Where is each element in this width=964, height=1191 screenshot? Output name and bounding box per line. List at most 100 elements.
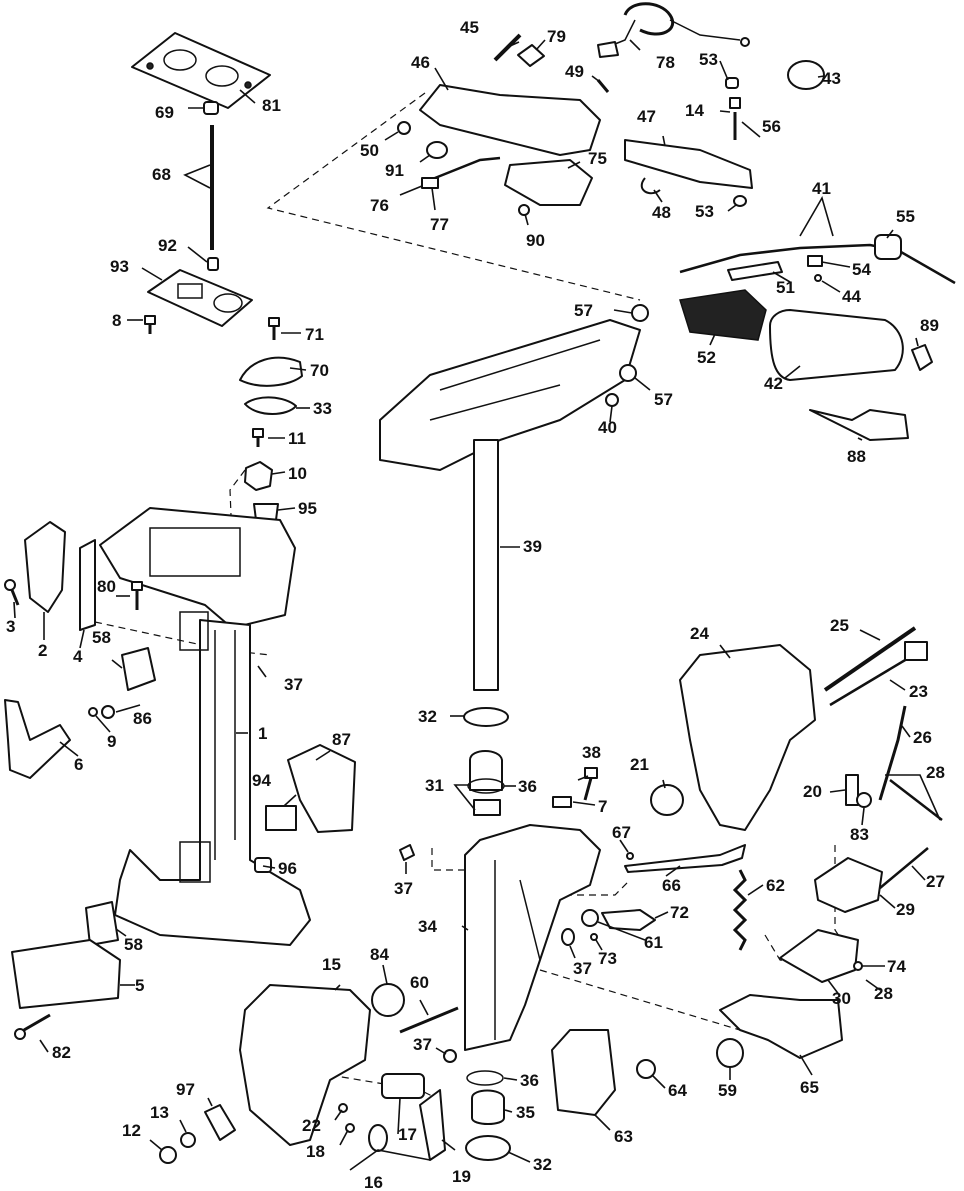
label-72: 72 <box>670 903 689 922</box>
label-52: 52 <box>697 348 716 367</box>
clamp-5 <box>11 939 121 1009</box>
label-28-lower: 28 <box>874 984 893 1003</box>
label-78: 78 <box>656 53 675 72</box>
screw-90 <box>518 204 530 216</box>
label-25: 25 <box>830 616 849 635</box>
gasket-33 <box>244 396 297 415</box>
label-95: 95 <box>298 499 317 518</box>
washer-9 <box>88 707 98 717</box>
bushing-53-lower <box>733 195 747 207</box>
label-65: 65 <box>800 1078 819 1097</box>
label-93: 93 <box>110 257 129 276</box>
label-36-upper: 36 <box>518 777 537 796</box>
spring-20 <box>845 774 859 806</box>
screw-7 <box>552 796 572 808</box>
label-7: 7 <box>598 797 607 816</box>
plate-97 <box>204 1104 236 1141</box>
part-number-labels: 45 79 46 49 78 53 43 14 56 47 48 53 50 9… <box>6 18 945 1191</box>
label-83: 83 <box>850 825 869 844</box>
label-64: 64 <box>668 1081 687 1100</box>
screw-40 <box>605 393 619 407</box>
label-71: 71 <box>305 325 324 344</box>
grip-52 <box>679 289 767 341</box>
bracket-30 <box>779 929 859 983</box>
bushing-96 <box>254 857 272 873</box>
screw-8 <box>144 315 156 334</box>
label-39: 39 <box>523 537 542 556</box>
label-63: 63 <box>614 1127 633 1146</box>
label-49: 49 <box>565 62 584 81</box>
label-48: 48 <box>652 203 671 222</box>
label-69: 69 <box>155 103 174 122</box>
bracket-70 <box>239 356 303 387</box>
stern-bracket-34 <box>464 824 601 1051</box>
label-79: 79 <box>547 27 566 46</box>
bracket-65 <box>719 994 843 1059</box>
label-19: 19 <box>452 1167 471 1186</box>
clip-37-left <box>399 844 415 861</box>
label-26: 26 <box>913 728 932 747</box>
spring-62 <box>732 869 748 951</box>
label-23: 23 <box>909 682 928 701</box>
rod-26 <box>878 705 907 801</box>
label-40: 40 <box>598 418 617 437</box>
label-92: 92 <box>158 236 177 255</box>
label-6: 6 <box>74 755 83 774</box>
label-4: 4 <box>73 647 83 666</box>
label-28-upper: 28 <box>926 763 945 782</box>
label-80: 80 <box>97 577 116 596</box>
pin-28-upper <box>889 779 943 821</box>
bracket-29 <box>814 857 883 913</box>
screw-44 <box>814 274 822 282</box>
label-59: 59 <box>718 1081 737 1100</box>
label-29: 29 <box>896 900 915 919</box>
label-12: 12 <box>122 1121 141 1140</box>
o-ring-36-lower <box>466 1070 504 1086</box>
label-57-lower: 57 <box>654 390 673 409</box>
washer-57-upper <box>631 304 649 322</box>
label-41: 41 <box>812 179 831 198</box>
screw-37-lower <box>443 1049 457 1063</box>
spring-61 <box>581 909 599 927</box>
lever-6 <box>4 699 71 779</box>
label-82: 82 <box>52 1043 71 1062</box>
label-3: 3 <box>6 617 15 636</box>
disc-84 <box>371 983 405 1017</box>
nut-12 <box>159 1146 177 1164</box>
label-37-a: 37 <box>284 675 303 694</box>
pin-51 <box>727 261 783 281</box>
bushing-31 <box>469 750 503 791</box>
pin-73 <box>590 933 598 941</box>
lever-19 <box>419 1089 446 1161</box>
label-91: 91 <box>385 161 404 180</box>
spring-17 <box>381 1073 425 1099</box>
screw-38 <box>583 767 598 801</box>
label-53-lower: 53 <box>695 202 714 221</box>
bushing-69 <box>203 101 219 115</box>
pin-74 <box>853 961 863 971</box>
screw-11 <box>252 428 264 447</box>
label-76: 76 <box>370 196 389 215</box>
label-1: 1 <box>258 724 267 743</box>
leader-lines <box>13 39 941 1171</box>
cap-89 <box>911 344 933 371</box>
bushing-32-upper <box>463 707 509 727</box>
cover-2 <box>24 521 66 613</box>
label-51: 51 <box>776 278 795 297</box>
label-62: 62 <box>766 876 785 895</box>
label-38: 38 <box>582 743 601 762</box>
gasket-81 <box>131 32 271 109</box>
clamp-bracket-15 <box>239 984 371 1146</box>
label-20: 20 <box>803 782 822 801</box>
clamp-bracket-24 <box>679 644 816 831</box>
label-88: 88 <box>847 447 866 466</box>
label-18: 18 <box>306 1142 325 1161</box>
label-24: 24 <box>690 624 709 643</box>
bracket-75 <box>504 159 593 206</box>
label-21: 21 <box>630 755 649 774</box>
screw-71 <box>268 317 280 340</box>
label-32-lower: 32 <box>533 1155 552 1174</box>
label-74: 74 <box>887 957 906 976</box>
label-30: 30 <box>832 989 851 1008</box>
